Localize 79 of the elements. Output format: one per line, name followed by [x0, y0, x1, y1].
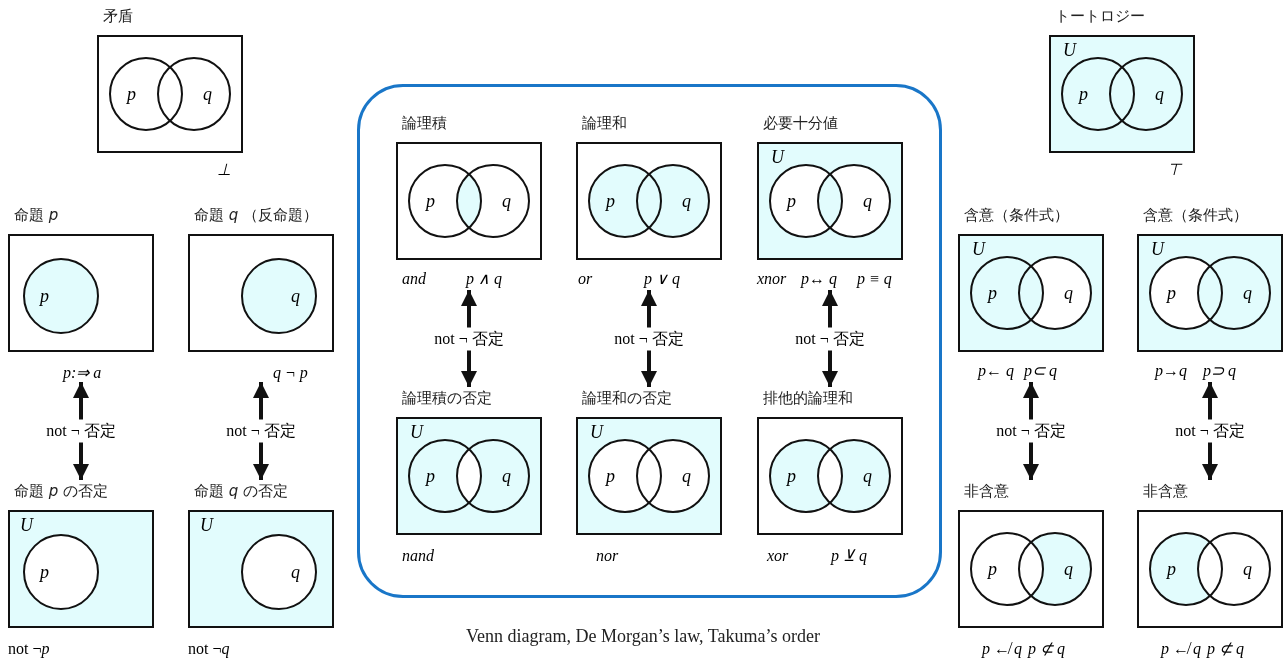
- formula-label: p:⇒ a: [63, 364, 102, 382]
- formula-label: p↔ q: [801, 270, 837, 288]
- set-label: q: [1064, 284, 1073, 302]
- venn-heading: トートロジー: [1055, 7, 1145, 26]
- set-label: p: [606, 467, 615, 485]
- set-label: p: [606, 192, 615, 210]
- set-label: q: [863, 467, 872, 485]
- set-label: q: [502, 192, 511, 210]
- set-label: p: [787, 467, 796, 485]
- set-label: q: [1064, 560, 1073, 578]
- caption: Venn diagram, De Morgan’s law, Takuma’s order: [465, 626, 821, 647]
- formula-label: xnor: [757, 270, 787, 288]
- formula-label: p ⊻ q: [831, 547, 867, 565]
- set-label: U: [972, 240, 985, 258]
- formula-label: p→q: [1155, 362, 1187, 380]
- venn-heading: 含意（条件式）: [1143, 206, 1248, 225]
- venn-heading: 命題 q （反命題）: [194, 206, 319, 225]
- venn-heading: 命題 p の否定: [14, 482, 109, 501]
- set-label: U: [1063, 41, 1076, 59]
- set-label: p: [40, 563, 49, 581]
- formula-label: p ≡ q: [857, 270, 892, 288]
- set-label: p: [1079, 85, 1088, 103]
- set-label: q: [682, 192, 691, 210]
- set-label: q: [863, 192, 872, 210]
- set-label: q: [203, 85, 212, 103]
- venn-heading: 非含意: [964, 482, 1009, 501]
- formula-label: nor: [596, 547, 619, 565]
- formula-label: p ↚ q: [982, 640, 1022, 658]
- set-label: U: [771, 148, 784, 166]
- formula-label: ⊤: [1167, 161, 1181, 179]
- formula-label: and: [402, 270, 426, 288]
- set-label: U: [200, 516, 213, 534]
- venn-heading: 必要十分値: [763, 114, 838, 133]
- set-label: p: [127, 85, 136, 103]
- formula-label: q ¬ p: [273, 364, 308, 382]
- formula-label: p ∧ q: [466, 270, 502, 288]
- set-label: U: [1151, 240, 1164, 258]
- formula-label: nand: [402, 547, 434, 565]
- formula-label: p ⊄ q: [1207, 640, 1244, 658]
- formula-label: xor: [767, 547, 789, 565]
- set-label: p: [1167, 560, 1176, 578]
- venn-heading: 含意（条件式）: [964, 206, 1069, 225]
- venn-heading: 論理和: [582, 114, 627, 133]
- set-label: p: [988, 284, 997, 302]
- set-label: U: [410, 423, 423, 441]
- set-label: q: [1155, 85, 1164, 103]
- formula-label: p ∨ q: [644, 270, 680, 288]
- formula-label: or: [578, 270, 593, 288]
- set-label: p: [426, 467, 435, 485]
- venn-heading: 論理積: [402, 114, 447, 133]
- formula-label: not ¬q: [188, 640, 230, 658]
- set-label: q: [1243, 284, 1252, 302]
- set-label: q: [291, 287, 300, 305]
- formula-label: p⊃ q: [1203, 362, 1236, 380]
- set-label: U: [590, 423, 603, 441]
- set-label: q: [682, 467, 691, 485]
- formula-label: p ⊄ q: [1028, 640, 1065, 658]
- venn-heading: 論理積の否定: [402, 389, 492, 408]
- formula-label: not ¬p: [8, 640, 50, 658]
- set-label: p: [1167, 284, 1176, 302]
- venn-heading: 矛盾: [103, 7, 133, 26]
- venn-heading: 排他的論理和: [763, 389, 853, 408]
- formula-label: ⊥: [217, 161, 231, 179]
- venn-heading: 非含意: [1143, 482, 1188, 501]
- set-label: U: [20, 516, 33, 534]
- set-label: p: [426, 192, 435, 210]
- formula-label: p ↚ q: [1161, 640, 1201, 658]
- set-label: q: [502, 467, 511, 485]
- set-label: p: [787, 192, 796, 210]
- set-label: q: [291, 563, 300, 581]
- venn-heading: 命題 p: [14, 206, 59, 225]
- venn-heading: 論理和の否定: [582, 389, 672, 408]
- venn-heading: 命題 q の否定: [194, 482, 289, 501]
- set-label: q: [1243, 560, 1252, 578]
- rounded-frame: [357, 84, 942, 598]
- set-label: p: [40, 287, 49, 305]
- formula-label: p← q: [978, 362, 1014, 380]
- formula-label: p⊂ q: [1024, 362, 1057, 380]
- set-label: p: [988, 560, 997, 578]
